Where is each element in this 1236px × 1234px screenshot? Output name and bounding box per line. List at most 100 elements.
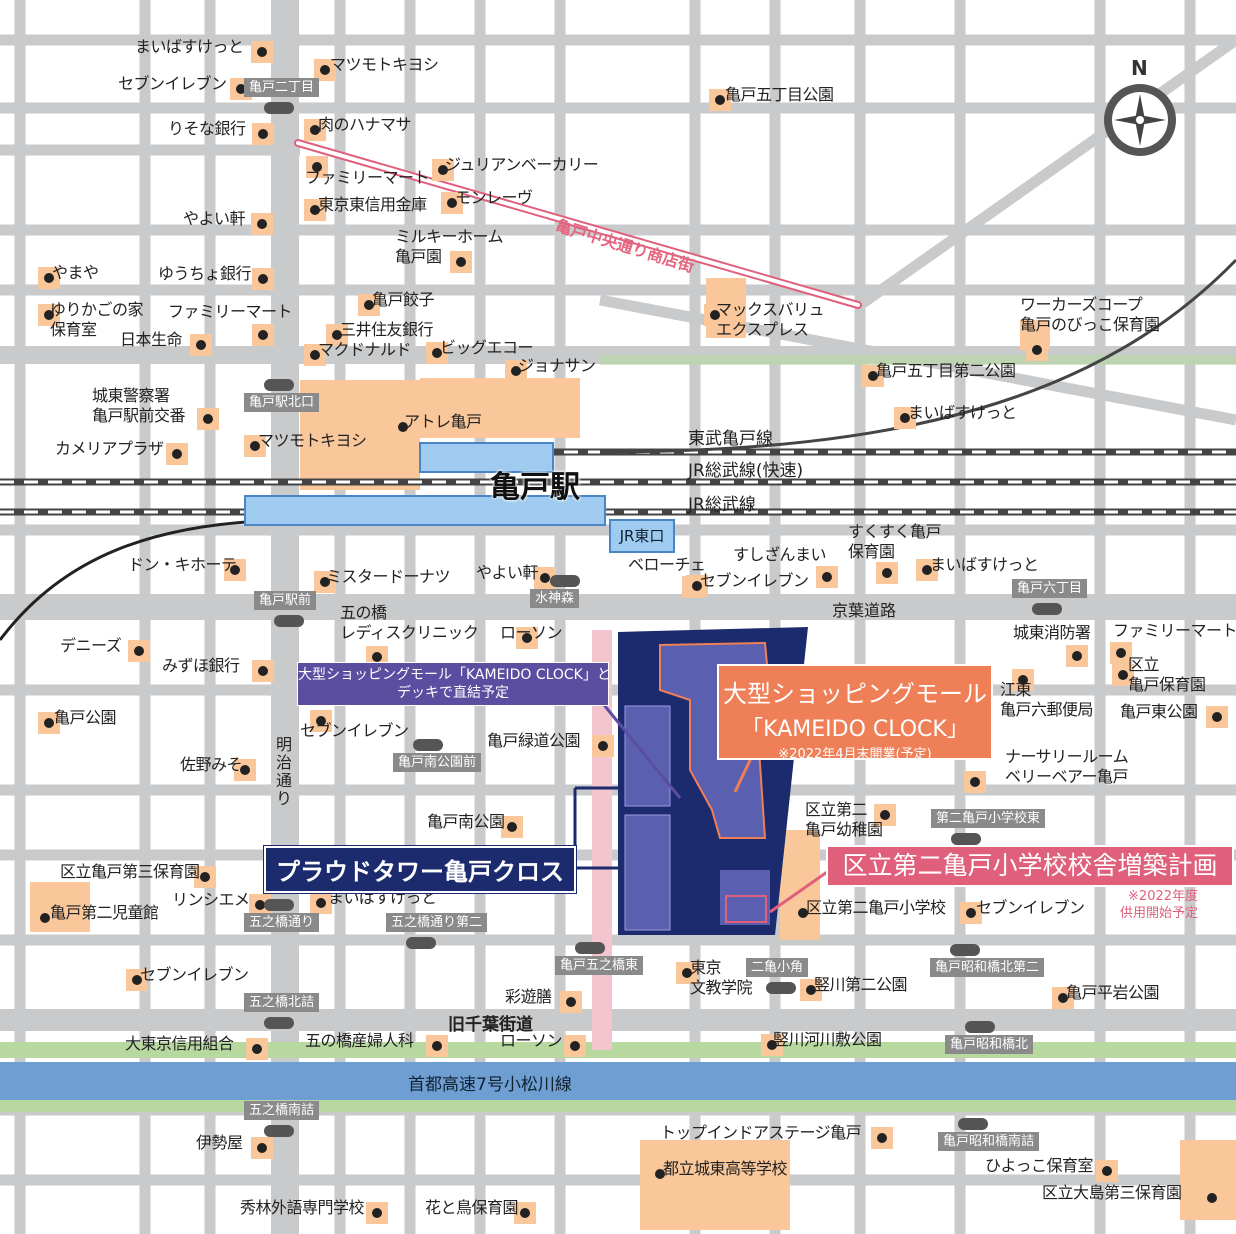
intersection-label: 亀戸駅前 — [254, 591, 317, 610]
poi-label: 亀戸平岩公園 — [1066, 983, 1160, 1002]
poi-label: ジョナサン — [518, 356, 596, 375]
poi-dot-icon — [1116, 648, 1126, 658]
poi-label: ゆうちょ銀行 — [158, 264, 252, 283]
traffic-signal-icon — [965, 1021, 995, 1033]
poi-dot-icon — [240, 765, 250, 775]
east-exit-label: JR東口 — [609, 519, 675, 553]
intersection-label: 亀戸駅北口 — [244, 393, 320, 412]
poi-label: モンレーヴ — [455, 188, 533, 207]
poi-label: 城東消防署 — [1013, 623, 1091, 642]
poi-label: 亀戸第二児童館 — [50, 903, 159, 922]
poi-label: カメリアプラザ — [55, 439, 164, 458]
road-kyu-chiba: 旧千葉街道 — [448, 1015, 533, 1035]
poi-label: ファミリーマート — [305, 168, 430, 187]
poi-label: 日本生命 — [120, 330, 183, 349]
poi-label: ローソン — [500, 1031, 563, 1050]
intersection-label: 亀戸二丁目 — [244, 78, 320, 97]
poi-label: すくすく亀戸 保育園 — [848, 522, 942, 561]
poi-dot-icon — [310, 125, 320, 135]
rail-jr-sobu: JR総武線 — [688, 495, 756, 515]
poi-label: 東京東信用金庫 — [318, 195, 427, 214]
poi-label: リンシエメ — [172, 890, 250, 909]
poi-dot-icon — [364, 300, 374, 310]
poi-dot-icon — [320, 577, 330, 587]
poi-label: 亀戸公園 — [54, 708, 117, 727]
poi-dot-icon — [432, 348, 442, 358]
poi-label: 亀戸東公園 — [1120, 702, 1198, 721]
poi-dot-icon — [798, 908, 808, 918]
poi-dot-icon — [236, 84, 246, 94]
poi-dot-icon — [372, 652, 382, 662]
poi-label: 秀林外語専門学校 — [240, 1198, 365, 1217]
poi-dot-icon — [432, 1041, 442, 1051]
poi-label: 区立大島第三保育園 — [1042, 1183, 1182, 1202]
poi-dot-icon — [257, 47, 267, 57]
poi-dot-icon — [203, 414, 213, 424]
poi-label: ファミリーマート — [168, 302, 293, 321]
poi-label: マツモトキヨシ — [258, 431, 367, 450]
poi-label: 伊勢屋 — [196, 1133, 243, 1152]
traffic-signal-icon — [264, 899, 294, 911]
poi-label: ビッグエコー — [440, 338, 534, 357]
poi-dot-icon — [655, 1169, 665, 1179]
deck-callout: 大型ショッピングモール「KAMEIDO CLOCK」と デッキで直結予定 — [297, 662, 611, 706]
poi-label: ドン・キホーテ — [128, 555, 237, 574]
traffic-signal-icon — [550, 575, 580, 587]
road-keiyo: 京葉道路 — [832, 601, 897, 620]
poi-label: 竪川河川敷公園 — [773, 1030, 882, 1049]
poi-dot-icon — [257, 1143, 267, 1153]
poi-label: りそな銀行 — [168, 119, 246, 138]
intersection-label: 亀戸昭和橋北第二 — [930, 958, 1045, 977]
intersection-label: 第二亀戸小学校東 — [931, 809, 1046, 828]
poi-label: ワーカーズコープ 亀戸のびっこ保育園 — [1020, 295, 1160, 334]
poi-dot-icon — [710, 310, 720, 320]
poi-dot-icon — [715, 95, 725, 105]
poi-dot-icon — [310, 350, 320, 360]
poi-label: ナーサリールーム ベリーベアー亀戸 — [1005, 747, 1129, 786]
poi-dot-icon — [316, 898, 326, 908]
poi-dot-icon — [372, 1208, 382, 1218]
poi-dot-icon — [456, 257, 466, 267]
poi-dot-icon — [1207, 1193, 1217, 1203]
poi-dot-icon — [598, 741, 608, 751]
poi-label: すしざんまい — [733, 545, 827, 564]
buildings — [30, 278, 1236, 1230]
poi-dot-icon — [310, 205, 320, 215]
intersection-label: 二亀小角 — [746, 958, 809, 977]
poi-label: 五の橋産婦人科 — [305, 1031, 414, 1050]
mall-callout: 大型ショッピングモール 「KAMEIDO CLOCK」 ※2022年4月末開業(… — [717, 664, 993, 762]
poi-dot-icon — [230, 565, 240, 575]
intersection-label: 五之橋北詰 — [244, 993, 320, 1012]
poi-dot-icon — [922, 565, 932, 575]
poi-dot-icon — [255, 900, 265, 910]
poi-dot-icon — [880, 810, 890, 820]
poi-dot-icon — [520, 1208, 530, 1218]
road-expressway: 首都高速7号小松川線 — [408, 1075, 572, 1095]
poi-label: 亀戸五丁目第二公園 — [876, 361, 1016, 380]
rail-tracks — [0, 258, 1236, 641]
poi-label: セブンイレブン — [118, 74, 227, 93]
intersection-label: 亀戸昭和橋北 — [945, 1035, 1034, 1054]
traffic-signal-icon — [264, 1125, 294, 1137]
school-plan-note: ※2022年度 供用開始予定 — [1120, 889, 1199, 921]
poi-dot-icon — [1018, 675, 1028, 685]
poi-label: セブンイレブン — [300, 721, 409, 740]
poi-label: 大東京信用組合 — [125, 1034, 234, 1053]
intersection-label: 亀戸五之橋東 — [555, 956, 644, 975]
traffic-signal-icon — [1032, 603, 1062, 615]
property-tower-south — [624, 814, 671, 931]
poi-dot-icon — [970, 777, 980, 787]
traffic-signal-icon — [406, 937, 436, 949]
poi-label: ミスタードーナツ — [326, 567, 451, 586]
traffic-signal-icon — [958, 1118, 988, 1130]
poi-dot-icon — [250, 441, 260, 451]
poi-label: ゆりかごの家 保育室 — [50, 300, 144, 339]
poi-dot-icon — [134, 646, 144, 656]
poi-dot-icon — [316, 716, 326, 726]
poi-label: セブンイレブン — [700, 571, 809, 590]
traffic-signal-icon — [575, 942, 605, 954]
poi-label: ファミリーマート — [1113, 621, 1236, 640]
intersection-label: 亀戸六丁目 — [1012, 579, 1088, 598]
poi-dot-icon — [258, 129, 268, 139]
poi-label: マックスバリュ エクスプレス — [716, 300, 825, 339]
